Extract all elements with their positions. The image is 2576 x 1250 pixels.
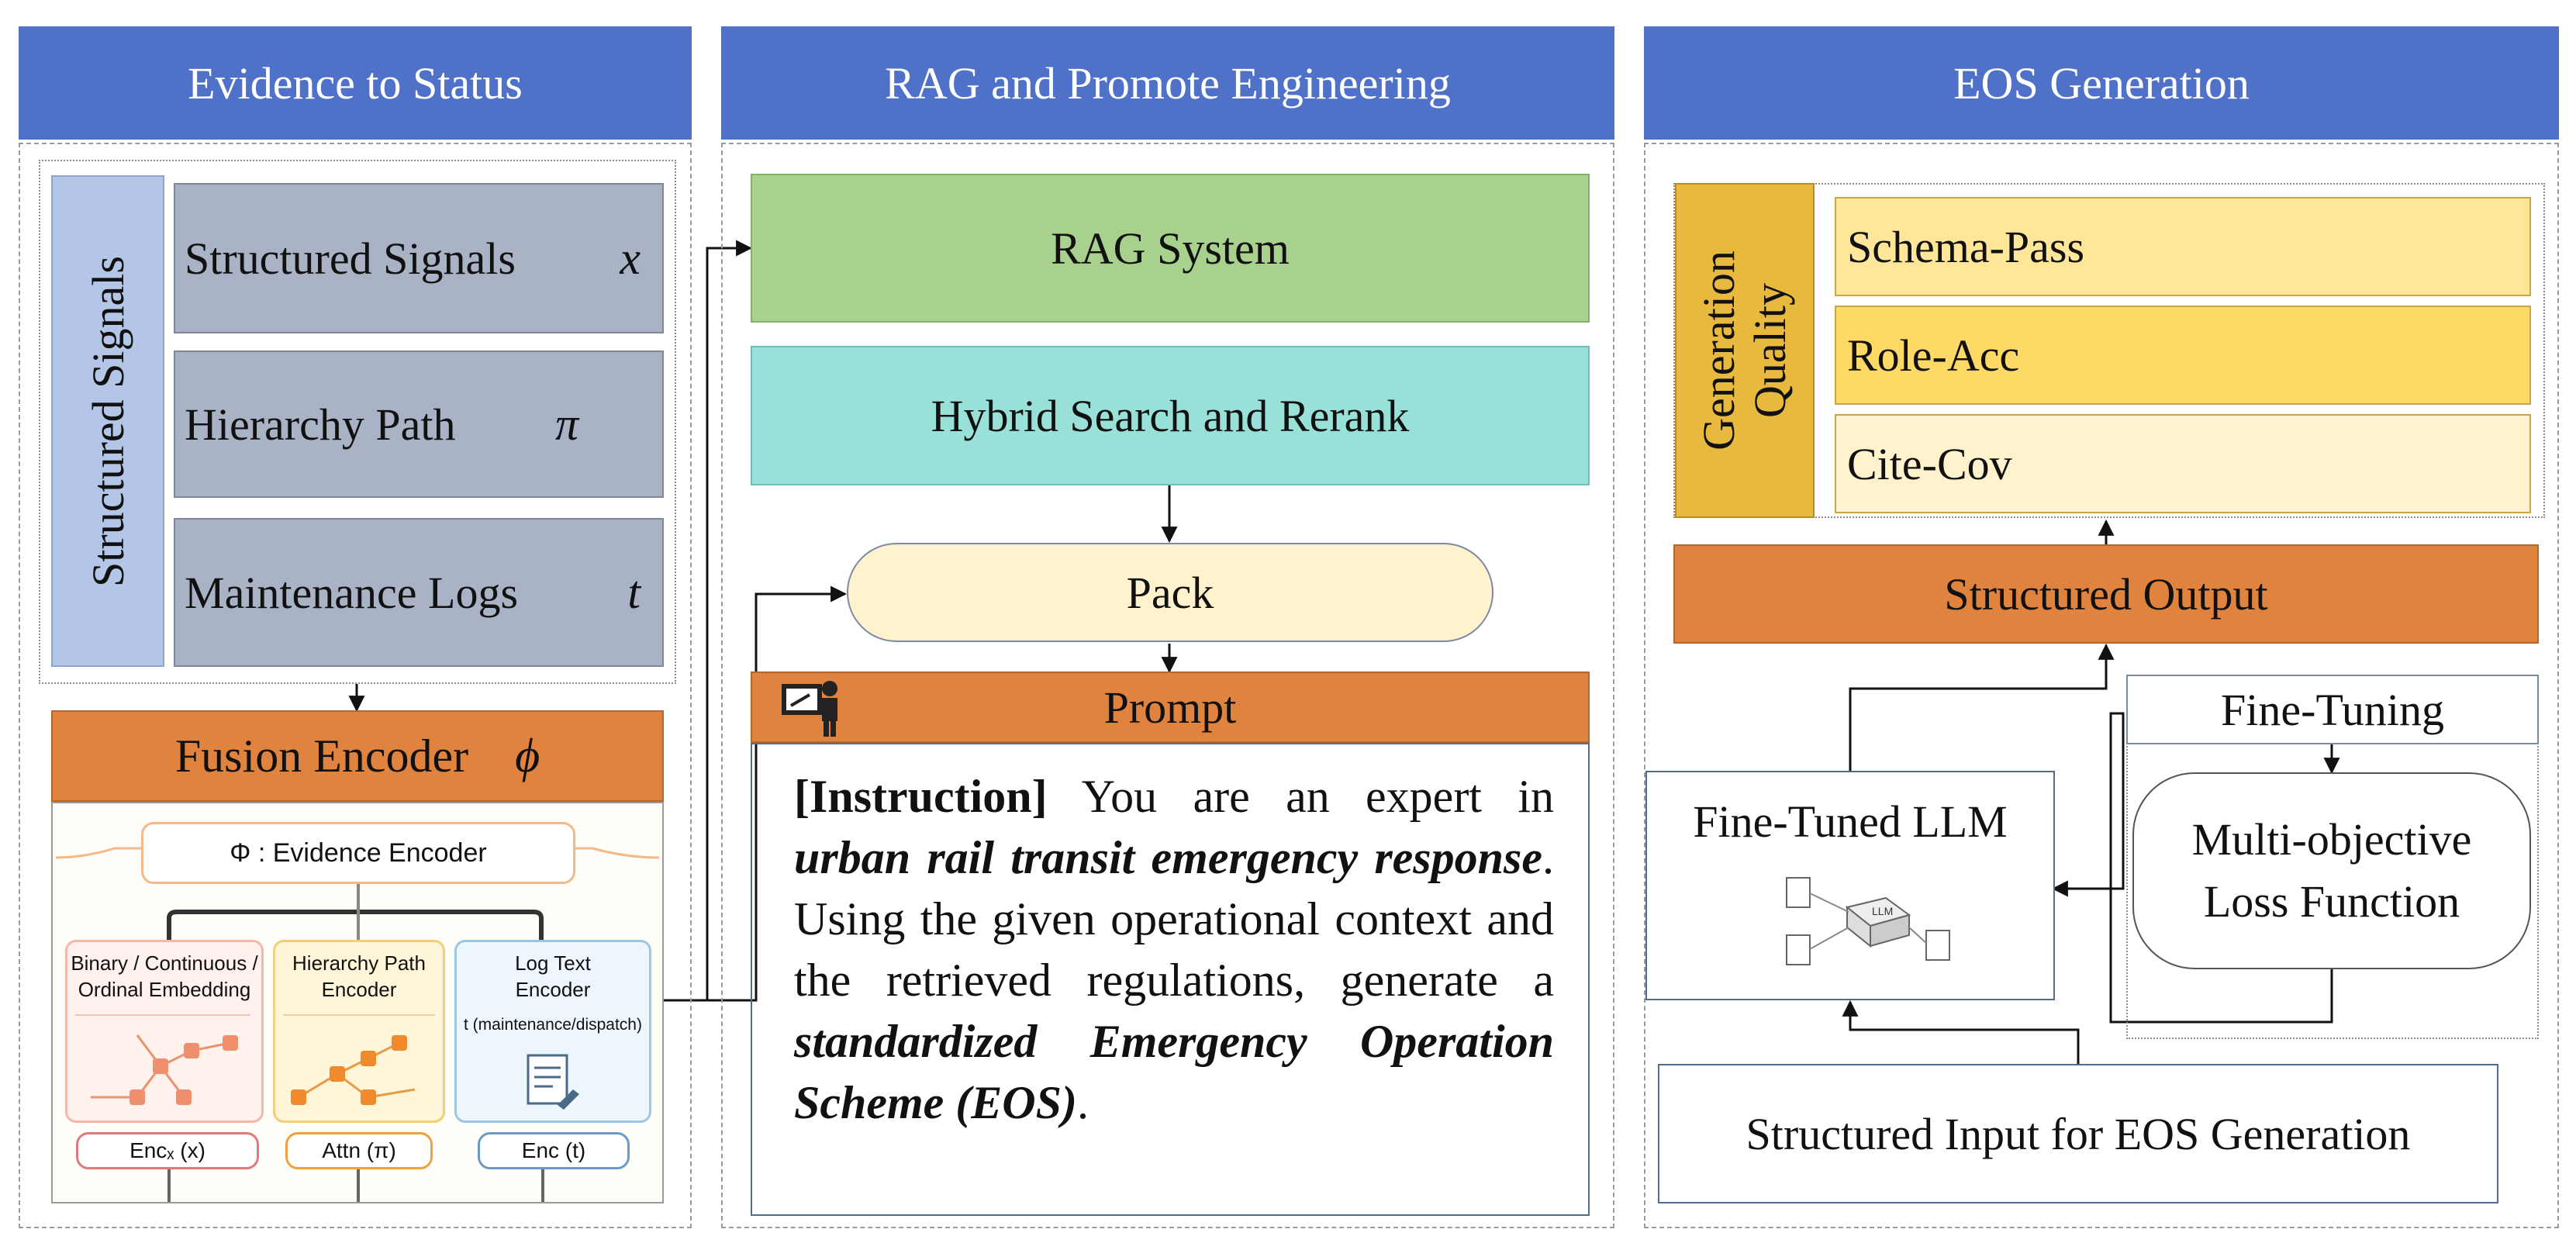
prompt-body: [Instruction] You are an expert in urban… [751,743,1590,1216]
fine-tuned-llm-label: Fine-Tuned LLM [1693,796,2008,847]
metric-role-acc: Role-Acc [1835,306,2531,405]
enc-t-pill: Enc (t) [478,1132,630,1169]
arrow-llm-to-output [1849,643,2115,771]
generation-quality-line1: Generation [1694,250,1745,451]
quality-group [1673,183,2545,518]
fine-tuned-llm-box: Fine-Tuned LLM LLM [1645,771,2055,1000]
generation-quality-bar: Generation Quality [1675,183,1815,518]
input-structured-signals: Structured Signals x [174,183,664,333]
symbol-pi: π [554,398,578,450]
loss-line1: Multi-objective [2191,814,2472,865]
hierarchy-encoder-card: Hierarchy Path Encoder [273,940,445,1123]
fine-tuning-box: Fine-Tuning [2126,675,2539,744]
hybrid-search-label: Hybrid Search and Rerank [931,390,1410,441]
prompt-text-3: . [1076,1077,1089,1128]
binary-embedding-card: Binary / Continuous / Ordinal Embedding [65,940,264,1123]
rag-panel [721,143,1614,1228]
rag-system-box: RAG System [751,174,1590,323]
binary-line2: Ordinal Embedding [78,978,251,1001]
hybrid-search-box: Hybrid Search and Rerank [751,346,1590,485]
prompt-eos: standardized Emergency Operation Scheme … [794,1016,1554,1128]
prompt-title: Prompt [1103,682,1237,733]
prompt-text-2: . Using the given operational context an… [794,832,1554,1006]
prompt-header-box: Prompt [751,672,1590,743]
presenter-icon [782,681,837,737]
fusion-encoder-box: Fusion Encoder ϕ [51,710,664,802]
logtext-line2: Encoder [515,978,591,1001]
evidence-panel [19,143,692,1228]
metric-schema-pass: Schema-Pass [1835,197,2531,296]
symbol-phi: ϕ [515,729,540,782]
rag-title: RAG and Promote Engineering [885,57,1451,109]
arrow-fusion-to-rag [664,240,753,1002]
encoder-detail: Φ : Evidence Encoder Binary / Continuous… [51,802,664,1203]
signals-group [39,160,676,684]
metric-cite-cov-label: Cite-Cov [1847,438,2012,489]
input-hierarchy-path-label: Hierarchy Path [185,399,456,450]
eos-header: EOS Generation [1644,26,2559,140]
evidence-encoder-title: Φ : Evidence Encoder [141,822,575,884]
loss-function-box: Multi-objective Loss Function [2132,772,2531,969]
input-maintenance-logs: Maintenance Logs t [174,518,664,667]
binary-graph-icon [75,1014,250,1105]
logtext-encoder-card: Log Text Encoder t (maintenance/dispatch… [454,940,651,1123]
attn-pi-pill: Attn (π) [285,1132,433,1169]
generation-quality-label: Generation Quality [1694,250,1796,451]
fine-tuning-label: Fine-Tuning [2221,684,2444,735]
eos-title: EOS Generation [1953,57,2250,109]
rag-header: RAG and Promote Engineering [721,26,1614,140]
prompt-instruction-tag: [Instruction] [794,771,1048,822]
logtext-sub: t (maintenance/dispatch) [464,1016,642,1034]
prompt-text-1: You are an expert in [1047,771,1554,822]
evidence-header: Evidence to Status [19,26,692,140]
llm-network-icon: LLM [1786,877,1950,965]
generation-quality-line2: Quality [1745,283,1796,418]
symbol-t: t [627,566,641,618]
structured-signals-bar: Structured Signals [51,175,164,667]
binary-line1: Binary / Continuous / [71,951,258,975]
structured-output-box: Structured Output [1673,544,2539,644]
arrow-loss-to-llm [2051,712,2333,1024]
evidence-title: Evidence to Status [188,57,523,109]
structured-signals-bar-label: Structured Signals [82,255,133,587]
input-maintenance-logs-label: Maintenance Logs [185,567,519,618]
metric-schema-pass-label: Schema-Pass [1847,221,2085,272]
logtext-line1: Log Text [515,951,591,975]
arrow-input-to-llm [1842,1000,2080,1064]
llm-icon-text: LLM [1872,905,1893,917]
hierarchy-line2: Encoder [321,978,397,1001]
metric-cite-cov: Cite-Cov [1835,414,2531,513]
document-wrench-icon [527,1054,579,1110]
enc-x-pill: Encₓ (x) [76,1132,259,1169]
metric-role-acc-label: Role-Acc [1847,330,2020,381]
pack-box: Pack [847,543,1493,642]
pack-label: Pack [1126,567,1214,618]
input-hierarchy-path: Hierarchy Path π [174,350,664,498]
input-structured-signals-label: Structured Signals [185,233,516,284]
symbol-x: x [620,232,641,284]
structured-input-box: Structured Input for EOS Generation [1658,1064,2498,1203]
prompt-domain: urban rail transit emergency response [794,832,1542,883]
structured-input-label: Structured Input for EOS Generation [1746,1108,2411,1159]
rag-system-label: RAG System [1051,223,1290,274]
hierarchy-graph-icon [283,1014,435,1105]
hierarchy-line1: Hierarchy Path [292,951,426,975]
structured-output-label: Structured Output [1944,568,2268,620]
fusion-encoder-label: Fusion Encoder [174,730,469,782]
eos-panel [1644,143,2559,1228]
arrow-fusion-to-pack [707,585,848,1002]
loss-line2: Loss Function [2203,876,2460,927]
